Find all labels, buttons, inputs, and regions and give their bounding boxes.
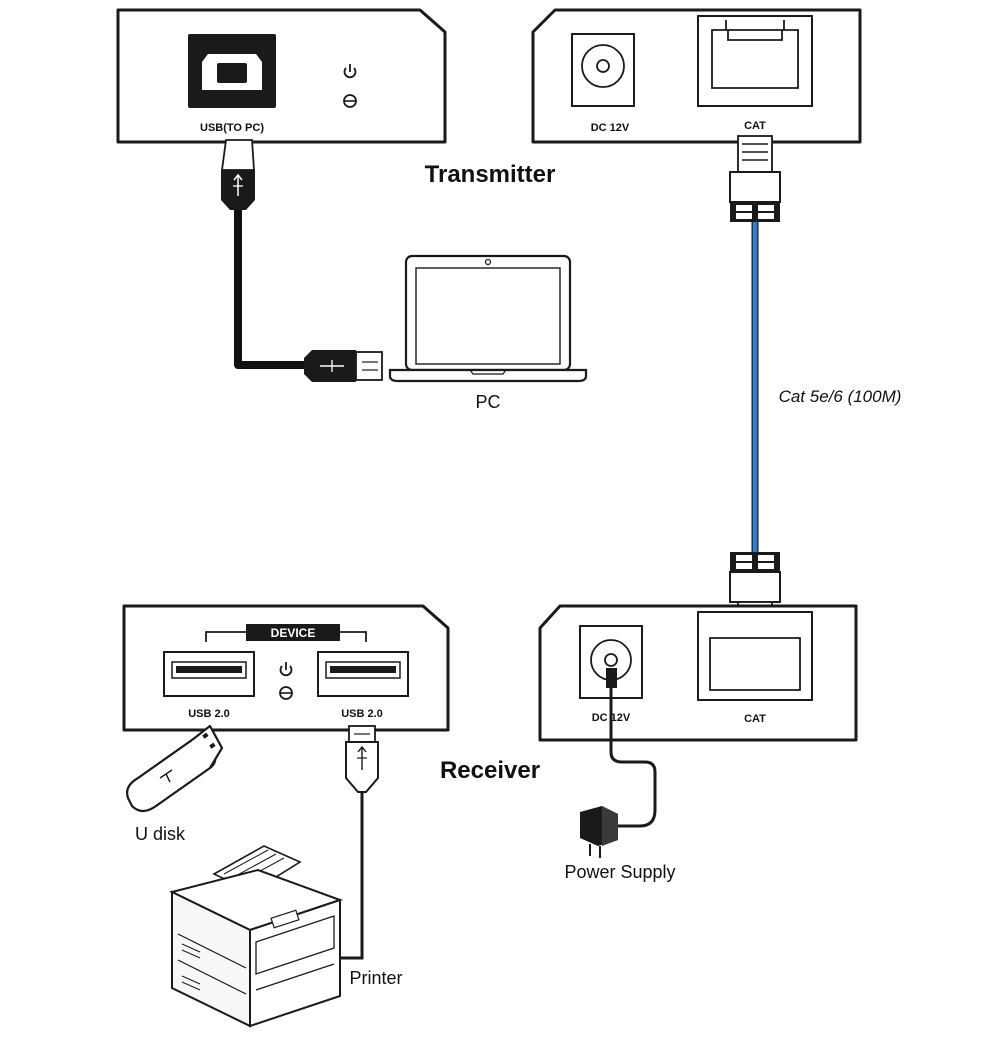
usb-stick-icon (126, 724, 224, 813)
usb-a-port (163, 651, 255, 697)
dc-jack (571, 33, 635, 107)
device-header: DEVICE (271, 626, 316, 640)
printer-icon (169, 845, 344, 1028)
rj45-icon (729, 135, 781, 222)
transmitter-front-panel: USB(TO PC) (116, 8, 447, 144)
usb-icon (357, 745, 367, 770)
receiver-front-panel: DEVICE USB 2.0 USB 2.0 (122, 604, 450, 732)
transmitter-back-panel: DC 12V CAT (531, 8, 862, 144)
cat-label: CAT (744, 120, 766, 132)
usb-icon (233, 173, 243, 196)
mouse-icon (343, 94, 357, 108)
mouse-icon (279, 686, 293, 700)
power-adapter-icon (580, 806, 618, 858)
usb-a-port (317, 651, 409, 697)
usb-2-0-label-2: USB 2.0 (341, 708, 383, 720)
dc-12v-label: DC 12V (591, 122, 630, 134)
printer-label: Printer (349, 968, 402, 988)
u-disk-label: U disk (135, 824, 186, 844)
power-icon (279, 662, 293, 677)
rj45-port (697, 611, 813, 701)
usb-cable-to-pc (220, 139, 383, 382)
rj45-port (697, 15, 813, 107)
usb-to-pc-label: USB(TO PC) (200, 122, 264, 134)
cat-label: CAT (744, 713, 766, 725)
pc-label: PC (475, 392, 500, 412)
receiver-title: Receiver (440, 757, 540, 784)
dc-12v-label: DC 12V (592, 712, 631, 724)
usb-b-port (188, 34, 276, 108)
receiver-back-panel: CAT (538, 604, 858, 742)
cable-spec-label: Cat 5e/6 (100M) (779, 387, 902, 406)
power-icon (343, 64, 357, 79)
transmitter-title: Transmitter (425, 161, 556, 188)
printer-usb-cable (338, 725, 379, 960)
laptop-icon (388, 254, 588, 383)
usb-2-0-label-1: USB 2.0 (188, 708, 230, 720)
power-supply-cable (596, 668, 657, 828)
power-supply-label: Power Supply (564, 862, 675, 882)
